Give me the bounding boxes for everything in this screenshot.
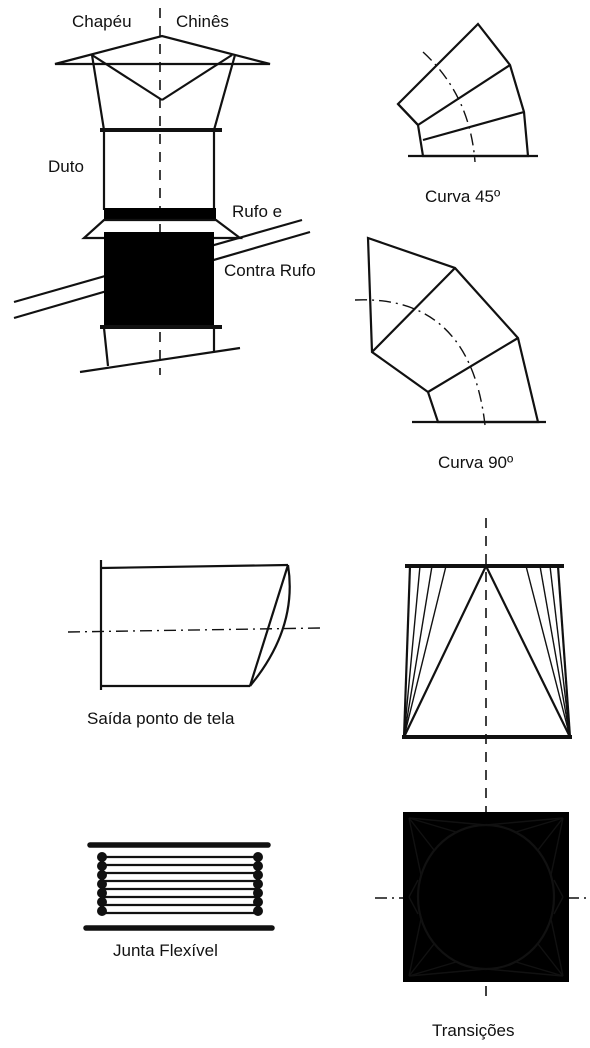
label-contra-rufo: Contra Rufo — [224, 261, 316, 280]
screen-outlet-fitting — [67, 560, 321, 690]
label-junta-flexivel: Junta Flexível — [113, 941, 218, 960]
label-transicoes: Transições — [432, 1021, 515, 1040]
joint-bead-column-left — [97, 852, 107, 916]
label-curva-90: Curva 90º — [438, 453, 514, 472]
transition-elevation — [402, 518, 572, 1000]
label-chapeu: Chapéu — [72, 12, 132, 31]
transition-plan — [375, 812, 590, 982]
label-curva-45: Curva 45º — [425, 187, 501, 206]
label-rufo-e: Rufo e — [232, 202, 283, 221]
chimney-assembly — [13, 8, 311, 375]
curve-45-fitting — [396, 22, 538, 163]
label-saida-ponto-de-tela: Saída ponto de tela — [87, 709, 235, 728]
joint-bead-column-right — [253, 852, 263, 916]
label-duto: Duto — [48, 157, 84, 176]
label-chines: Chinês — [176, 12, 229, 31]
curve-90-fitting — [354, 236, 546, 426]
flexible-joint-fitting — [83, 842, 275, 931]
